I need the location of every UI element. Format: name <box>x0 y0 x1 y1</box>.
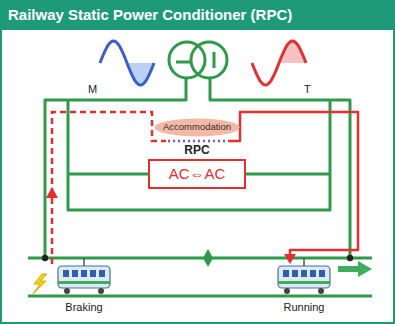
train-window <box>90 270 96 277</box>
train-body <box>58 266 110 288</box>
dotted-link <box>168 140 226 143</box>
train-window <box>81 270 87 277</box>
train-stripe <box>278 281 330 284</box>
train-window <box>283 270 289 277</box>
converter-box: RPC AC⇔AC <box>148 143 246 189</box>
train-wheel <box>98 288 104 294</box>
train-label: Running <box>284 301 325 314</box>
pantograph <box>83 258 85 266</box>
train-label: Braking <box>65 301 102 314</box>
supply-power-flow <box>228 112 358 256</box>
converter-border: AC⇔AC <box>148 159 246 189</box>
train-body <box>278 266 330 288</box>
rpc-wire <box>246 173 330 176</box>
winding-mark <box>213 52 216 68</box>
contact-wire <box>28 257 372 260</box>
winding-mark <box>176 61 190 64</box>
ellipse-fill <box>154 118 239 136</box>
train-wheel <box>284 288 290 294</box>
train-window <box>63 270 69 277</box>
transformer-coil <box>191 42 227 78</box>
t-phase-wave <box>252 41 306 85</box>
title-bar: Railway Static Power Conditioner (RPC) <box>0 0 395 30</box>
train <box>58 258 110 294</box>
junction-dot <box>42 255 48 261</box>
flow-arrowhead <box>46 187 58 198</box>
train-stripe <box>58 281 110 284</box>
direction-arrow <box>338 261 372 277</box>
node-text: AC⇔AC <box>160 165 234 183</box>
train-window <box>301 270 307 277</box>
accommodation-ellipse: Accommodation <box>154 118 240 137</box>
node-text: Accommodation <box>163 121 231 133</box>
lightning-bolt <box>33 274 47 294</box>
train <box>278 258 330 294</box>
train-wheel <box>64 288 70 294</box>
transformer-coil <box>169 42 205 78</box>
rpc-wire <box>68 173 148 176</box>
title: Railway Static Power Conditioner (RPC) <box>0 0 395 30</box>
rail <box>28 295 372 298</box>
node-heading: RPC <box>148 143 246 157</box>
rpc-loop <box>68 100 330 210</box>
junction-dot <box>347 255 353 261</box>
section-insulator <box>203 249 213 267</box>
train-window <box>319 270 325 277</box>
train-window <box>99 270 105 277</box>
flow-arrowhead <box>284 254 296 264</box>
phase-label: M <box>88 83 97 96</box>
m-phase-wave <box>100 41 154 85</box>
train-wheel <box>318 288 324 294</box>
phase-label: T <box>304 83 311 96</box>
train-window <box>72 270 78 277</box>
train-window <box>292 270 298 277</box>
train-window <box>310 270 316 277</box>
pantograph <box>303 258 305 266</box>
